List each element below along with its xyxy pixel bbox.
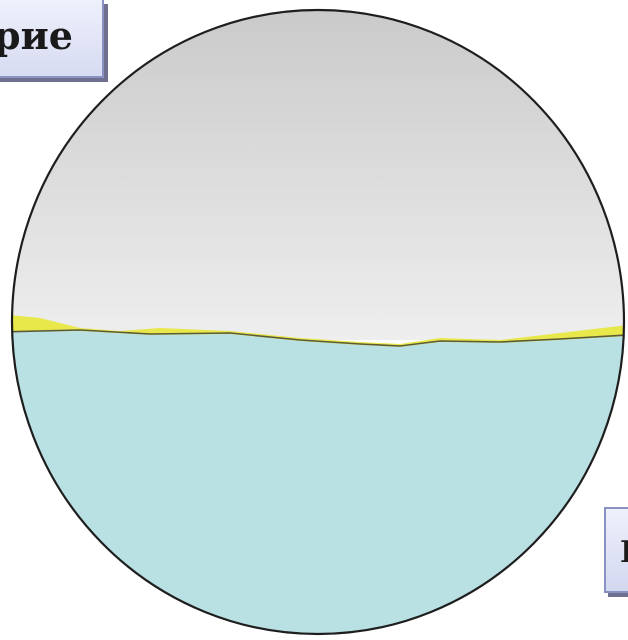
lower-phase-region xyxy=(0,330,628,640)
top-left-label-text: рие xyxy=(0,16,73,56)
top-left-label-box: рие xyxy=(0,0,104,78)
bottom-right-label-box: I xyxy=(604,507,628,593)
bottom-right-label-text: I xyxy=(620,537,628,569)
